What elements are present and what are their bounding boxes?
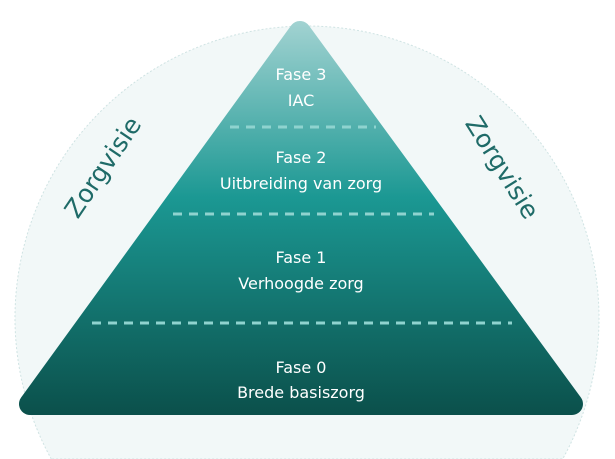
phase-1-description: Verhoogde zorg xyxy=(238,274,363,293)
pyramid xyxy=(19,21,583,415)
phase-2-description: Uitbreiding van zorg xyxy=(220,174,382,193)
phase-0-description: Brede basiszorg xyxy=(237,383,365,402)
phase-2-name: Fase 2 xyxy=(276,148,327,167)
phase-3-description: IAC xyxy=(288,91,315,110)
phase-3-name: Fase 3 xyxy=(276,65,327,84)
phase-0-name: Fase 0 xyxy=(276,358,327,377)
phase-1-name: Fase 1 xyxy=(276,248,327,267)
